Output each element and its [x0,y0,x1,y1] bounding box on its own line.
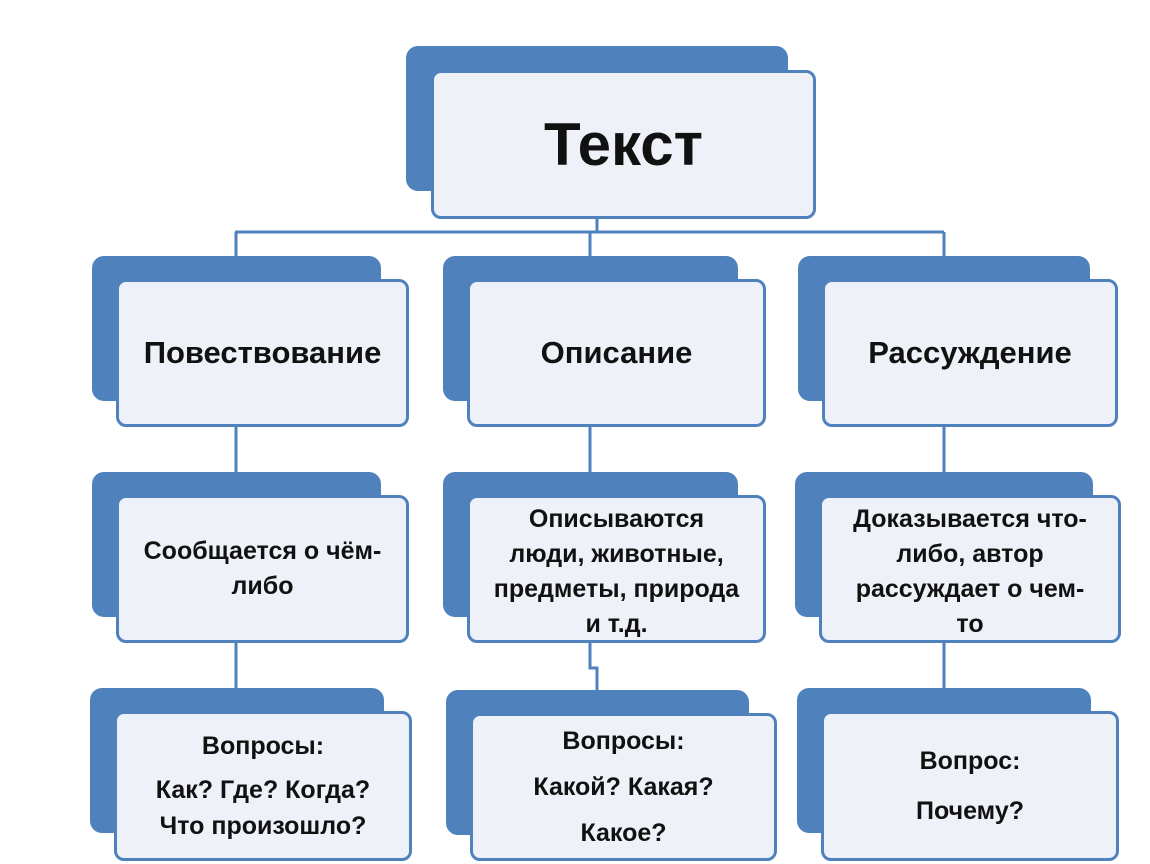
description-line: Сообщается о чём- [143,537,382,565]
description-line: Описываются [528,505,705,533]
question-line: Какой? Какая? [533,773,714,801]
description-line: Доказывается что- [853,505,1087,533]
questions-heading: Вопросы: [562,727,685,755]
questions-node-box: Вопросы: Какой? Какая? Какое? [470,713,777,861]
description-node-box: Доказывается что- либо, автор рассуждает… [819,495,1121,643]
root-node-box: Текст [431,70,816,219]
question-line: Какое? [580,819,667,847]
questions-node-box: Вопрос: Почему? [821,711,1119,861]
description-node-box: Сообщается о чём- либо [116,495,409,643]
question-line: Как? Где? Когда? [155,776,371,804]
category-label: Рассуждение [868,335,1072,370]
questions-node-box: Вопросы: Как? Где? Когда? Что произошло? [114,711,412,861]
description-line: то [956,610,984,638]
description-line: рассуждает о чем- [855,575,1085,603]
description-line: либо [231,572,294,600]
questions-heading: Вопрос: [919,747,1021,775]
questions-heading: Вопросы: [201,732,325,760]
description-line: либо, автор [896,540,1044,568]
category-node-box: Повествование [116,279,409,427]
category-node-box: Описание [467,279,766,427]
description-line: предметы, природа [493,575,740,603]
description-node-box: Описываются люди, животные, предметы, пр… [467,495,766,643]
category-label: Повествование [143,335,382,370]
question-line: Что произошло? [159,812,367,840]
question-line: Почему? [915,797,1025,825]
category-label: Описание [540,335,693,370]
connector-col2-desc-q [588,643,599,690]
root-title: Текст [543,111,704,178]
description-line: люди, животные, [509,540,724,568]
description-line: и т.д. [585,610,648,638]
category-node-box: Рассуждение [822,279,1118,427]
